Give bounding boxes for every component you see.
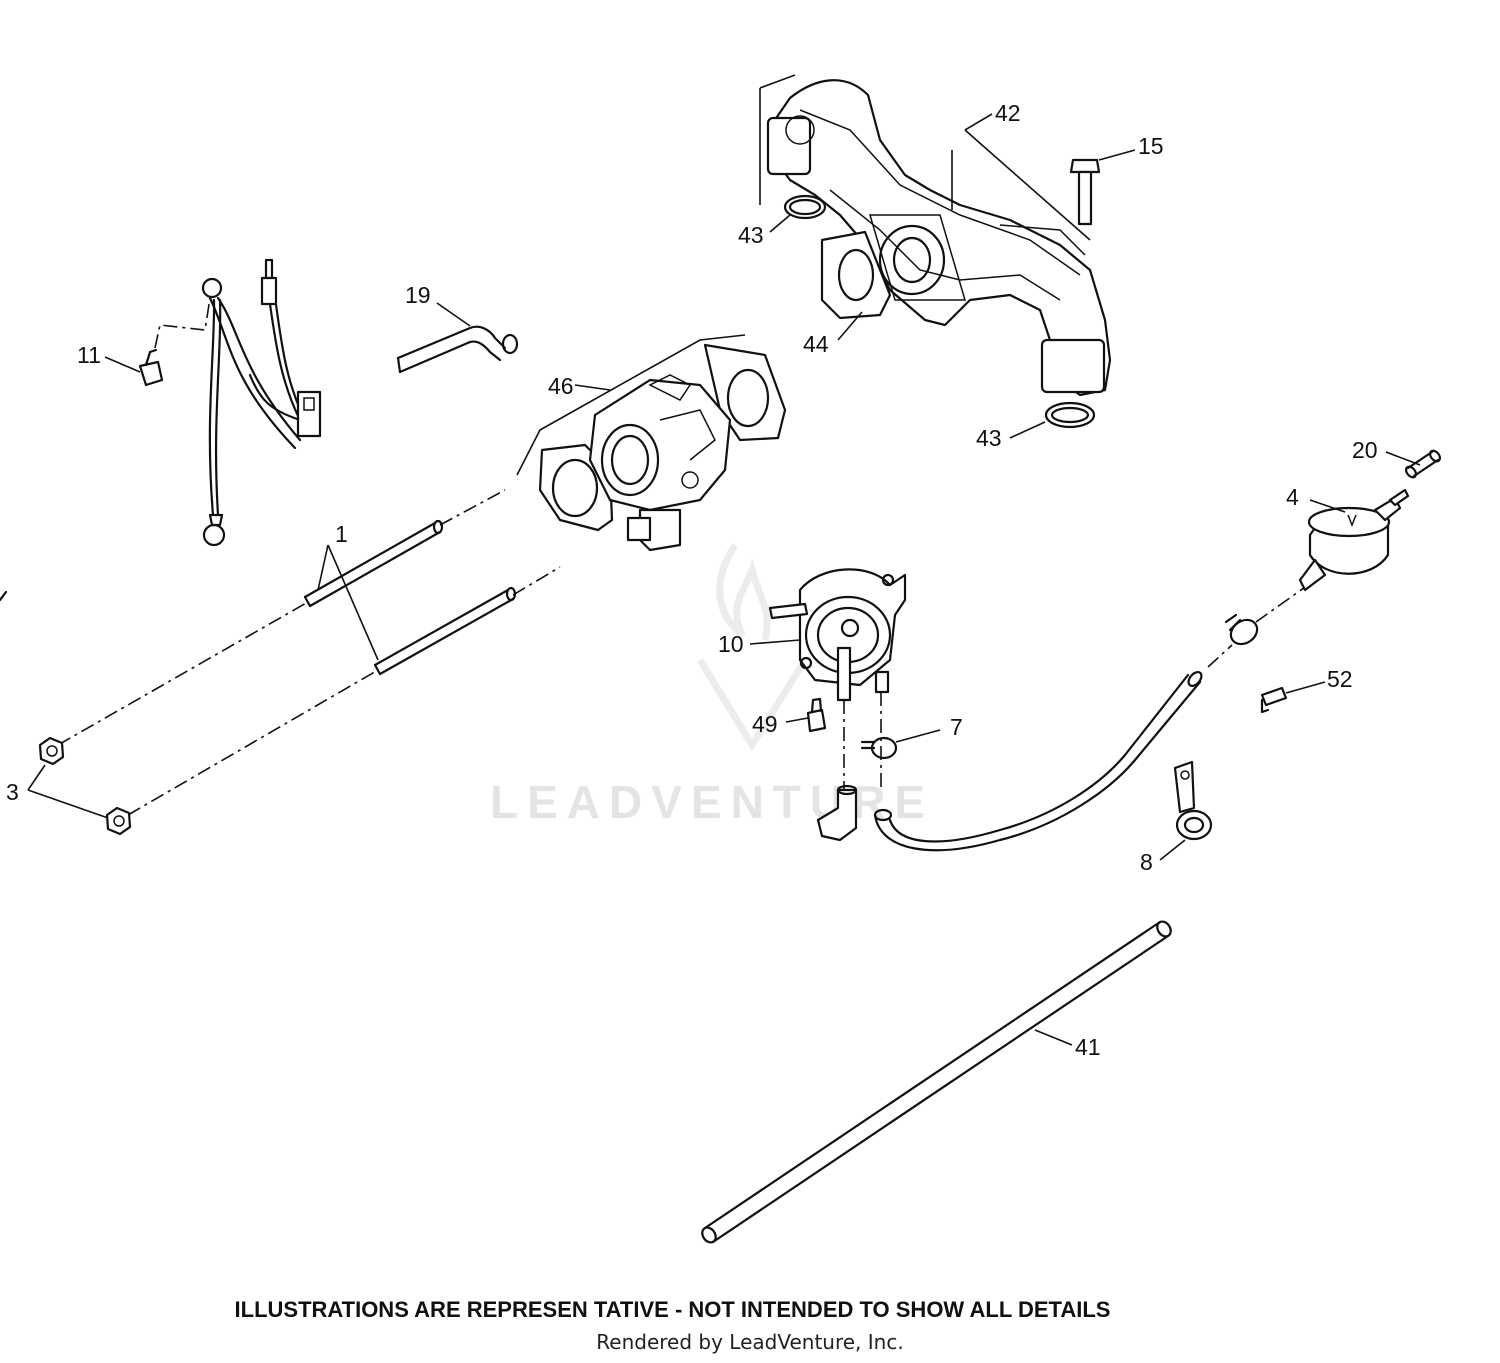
dash-stud-lower-carb xyxy=(512,566,561,596)
hose-clip xyxy=(1173,760,1213,841)
manifold-gasket xyxy=(820,230,892,320)
leader-10 xyxy=(749,639,801,645)
stud-upper xyxy=(303,519,444,608)
callout-1: 1 xyxy=(335,521,348,547)
leader-41 xyxy=(1034,1029,1073,1046)
leader-7 xyxy=(895,729,941,743)
nut-upper xyxy=(38,736,65,766)
leader-3b xyxy=(27,789,109,819)
edge-fragment xyxy=(0,590,8,602)
callout-49: 49 xyxy=(752,711,778,737)
oring-lower xyxy=(1044,401,1096,429)
carburetor xyxy=(538,343,787,552)
leader-43b xyxy=(1009,421,1046,439)
callout-42: 42 xyxy=(995,100,1021,126)
dash-nut-upper xyxy=(57,601,309,746)
barb-fitting xyxy=(1260,686,1288,714)
elbow-fitting xyxy=(816,784,858,842)
callout-15: 15 xyxy=(1138,133,1164,159)
leader-15 xyxy=(1098,149,1136,161)
watermark-text: LEADVENTURE xyxy=(490,776,934,828)
leader-42b xyxy=(759,74,796,89)
leader-1b xyxy=(327,544,379,661)
callout-4: 4 xyxy=(1286,484,1299,510)
callout-44: 44 xyxy=(803,331,829,357)
leader-52 xyxy=(1285,681,1326,694)
dash-nut-lower xyxy=(127,669,379,816)
nut-lower xyxy=(105,806,132,836)
leader-1a xyxy=(317,544,329,591)
leader-3a xyxy=(27,764,46,791)
leader-20 xyxy=(1385,451,1421,466)
wire-harness xyxy=(201,258,322,547)
leader-49 xyxy=(785,717,809,723)
callout-7: 7 xyxy=(950,714,963,740)
callout-8: 8 xyxy=(1140,849,1153,875)
fuel-line-piece xyxy=(1404,449,1442,479)
oring-upper xyxy=(783,194,827,220)
ground-screw xyxy=(138,348,164,387)
callout-46: 46 xyxy=(548,373,574,399)
callout-3: 3 xyxy=(6,779,19,805)
hose-clamp-filter xyxy=(1224,613,1259,646)
callout-11: 11 xyxy=(77,342,101,368)
intake-manifold xyxy=(766,79,1112,397)
oring-upper-inner xyxy=(788,198,822,216)
leader-8 xyxy=(1159,839,1186,861)
disclaimer-text: ILLUSTRATIONS ARE REPRESEN TATIVE - NOT … xyxy=(234,1297,1111,1322)
callout-52: 52 xyxy=(1327,666,1353,692)
rendered-by-text: Rendered by LeadVenture, Inc. xyxy=(596,1330,904,1354)
leader-43a xyxy=(769,214,791,233)
leader-4 xyxy=(1309,499,1346,513)
leader-42c xyxy=(964,129,1091,241)
fuel-hose-main xyxy=(873,670,1203,852)
oring-lower-inner xyxy=(1050,406,1090,424)
hose-clamp-small xyxy=(860,736,898,760)
callout-20: 20 xyxy=(1352,437,1378,463)
callout-19: 19 xyxy=(405,282,431,308)
dash-stud-upper-carb xyxy=(439,489,506,526)
dash-clamp-filter xyxy=(1255,584,1309,623)
stud-lower xyxy=(373,586,517,676)
leader-19 xyxy=(436,302,471,327)
screw-dash-line xyxy=(154,297,211,349)
leader-44 xyxy=(837,311,863,341)
dash-hose-clamp xyxy=(1207,644,1233,668)
callout-10: 10 xyxy=(718,631,744,657)
callout-43b: 43 xyxy=(976,425,1002,451)
callout-41: 41 xyxy=(1075,1034,1101,1060)
flange-bolt xyxy=(1069,158,1101,226)
fuel-hose-short xyxy=(396,325,519,374)
leader-42d xyxy=(964,113,993,131)
leader-46-frame xyxy=(516,334,746,476)
leader-11 xyxy=(104,356,141,373)
callout-43a: 43 xyxy=(738,222,764,248)
pump-screw xyxy=(806,697,827,733)
leader-46 xyxy=(574,384,611,391)
watermark-logo xyxy=(697,543,808,752)
fuel-filter xyxy=(1298,488,1410,592)
fuel-line-long xyxy=(701,920,1172,1244)
